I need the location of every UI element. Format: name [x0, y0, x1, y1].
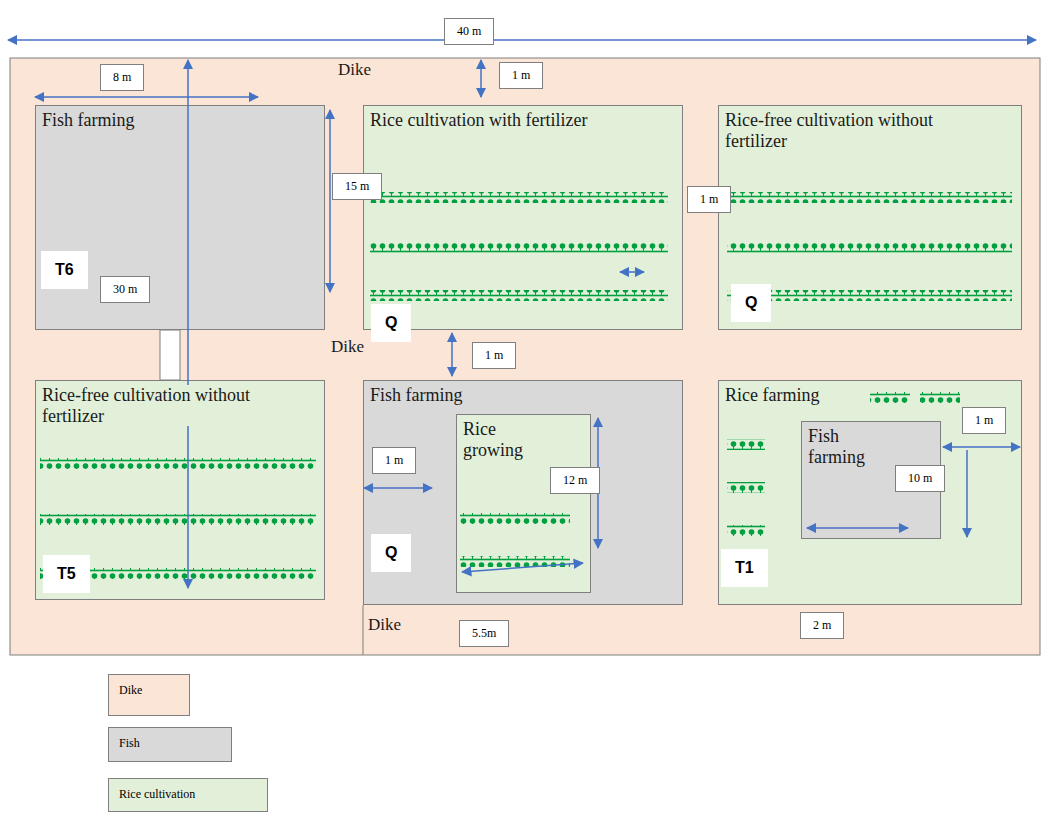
- legend-text: Dike: [109, 675, 152, 706]
- dimension-label: 1 m: [372, 447, 416, 474]
- dimension-label: 30 m: [100, 276, 150, 303]
- plot-title: Rice farming: [723, 385, 821, 406]
- dike-label: Dike: [328, 337, 367, 357]
- plot-title: Fish farming: [806, 426, 880, 467]
- plot-title: Fish farming: [368, 385, 465, 406]
- dimension-label: 10 m: [895, 465, 945, 492]
- dimension-label: 15 m: [332, 173, 382, 200]
- plot-title: Rice cultivation with fertilizer: [368, 110, 589, 131]
- fish-pond: Fish farmingQ Rice growing: [363, 380, 683, 605]
- fish-pond: Fish farmingT6: [35, 105, 325, 330]
- dimension-label: 1 m: [472, 342, 516, 369]
- dimension-label: 12 m: [550, 467, 600, 494]
- plot-code: T5: [43, 555, 90, 593]
- plot-title: Rice-free cultivation without fertilizer: [40, 385, 259, 426]
- legend-text: Rice cultivation: [109, 779, 205, 810]
- plot-code: T1: [721, 549, 768, 587]
- dimension-label: 1 m: [962, 407, 1006, 434]
- plot-title: Rice-free cultivation without fertilizer: [723, 110, 942, 151]
- dimension-label: 1 m: [687, 186, 731, 213]
- legend-text: Fish: [109, 728, 150, 759]
- dimension-label: 2 m: [800, 612, 844, 639]
- dike-label: Dike: [335, 60, 374, 80]
- legend-swatch: Dike: [108, 674, 190, 716]
- plot-code: Q: [731, 284, 771, 322]
- dimension-label: 1 m: [499, 62, 543, 89]
- dimension-label: 8 m: [100, 64, 144, 91]
- plot-code: T6: [41, 251, 88, 289]
- dimension-label: 40 m: [444, 18, 494, 45]
- dike-label: Dike: [365, 615, 404, 635]
- plot-title: Fish farming: [40, 110, 137, 131]
- dimension-label: 5.5m: [459, 620, 509, 647]
- plot-title: Rice growing: [461, 419, 535, 460]
- rice-plot: Rice-free cultivation without fertilizer…: [35, 380, 325, 600]
- plot-code: Q: [371, 304, 411, 342]
- legend-swatch: Rice cultivation: [108, 778, 268, 812]
- rice-rows: [40, 192, 1012, 579]
- legend-swatch: Fish: [108, 727, 232, 762]
- plot-code: Q: [371, 534, 411, 572]
